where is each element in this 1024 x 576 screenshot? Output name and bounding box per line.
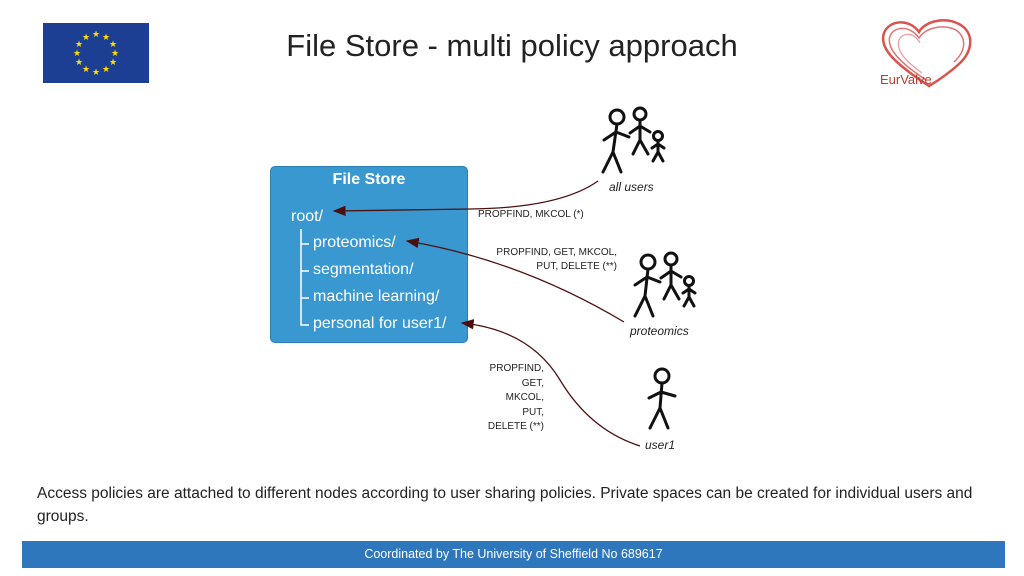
policy-line: MKCOL, (505, 392, 544, 403)
description-text: Access policies are attached to differen… (37, 485, 973, 525)
footer-bar (22, 541, 1005, 568)
file-store-box (270, 166, 468, 343)
tree-node-machine-learning: machine learning/ (313, 288, 440, 305)
policy-label-all-users: PROPFIND, MKCOL (*) (478, 209, 584, 220)
policy-line: PUT, (522, 406, 544, 418)
arrow-user1-to-personal-dir (460, 319, 641, 447)
tree-connectors (300, 229, 309, 326)
policy-label-proteomics: PROPFIND, GET, MKCOL, PUT, DELETE (**) (470, 246, 617, 274)
actor-label-proteomics: proteomics (630, 324, 689, 338)
arrow-all-users-to-root (332, 180, 599, 217)
svg-text:★: ★ (82, 32, 90, 42)
tree-node-personal-user1: personal for user1/ (313, 315, 447, 332)
tree-node-segmentation: segmentation/ (313, 261, 414, 278)
eurvalve-heart-logo (874, 18, 984, 94)
eu-flag-icon: ★ ★ ★ ★ ★ ★ ★ ★ ★ ★ ★ ★ (43, 23, 149, 83)
svg-text:★: ★ (92, 29, 100, 39)
proteomics-figures (633, 251, 697, 318)
slide-title: File Store - multi policy approach (286, 28, 738, 63)
all-users-figures (601, 106, 666, 174)
file-store-title: File Store (332, 171, 406, 188)
eu-stars: ★ ★ ★ ★ ★ ★ ★ ★ ★ ★ ★ ★ (73, 29, 119, 77)
svg-text:★: ★ (82, 64, 90, 74)
footer-text: Coordinated by The University of Sheffie… (364, 547, 663, 561)
svg-text:★: ★ (75, 39, 83, 49)
svg-text:★: ★ (92, 67, 100, 77)
tree-node-proteomics: proteomics/ (313, 234, 396, 251)
arrow-proteomics-to-proteomics-dir (405, 237, 625, 323)
svg-text:★: ★ (111, 48, 119, 58)
svg-text:★: ★ (73, 48, 81, 58)
policy-line: PROPFIND, GET, MKCOL, (496, 247, 617, 258)
user1-figure (647, 367, 677, 430)
policy-line: GET, (521, 377, 544, 389)
svg-text:★: ★ (109, 57, 117, 67)
actor-label-user1: user1 (645, 438, 676, 452)
policy-line: PROPFIND, (489, 363, 544, 374)
svg-text:★: ★ (102, 32, 110, 42)
policy-label-user1: PROPFIND, GET, MKCOL, PUT, DELETE (**) (470, 362, 544, 435)
policy-line: PUT, DELETE (**) (536, 261, 617, 272)
svg-text:★: ★ (75, 57, 83, 67)
svg-text:★: ★ (109, 39, 117, 49)
svg-text:★: ★ (102, 64, 110, 74)
actor-label-all-users: all users (609, 180, 654, 194)
tree-node-root: root/ (291, 208, 324, 225)
logo-text: EurValve (880, 72, 932, 87)
policy-line: DELETE (**) (487, 421, 544, 432)
